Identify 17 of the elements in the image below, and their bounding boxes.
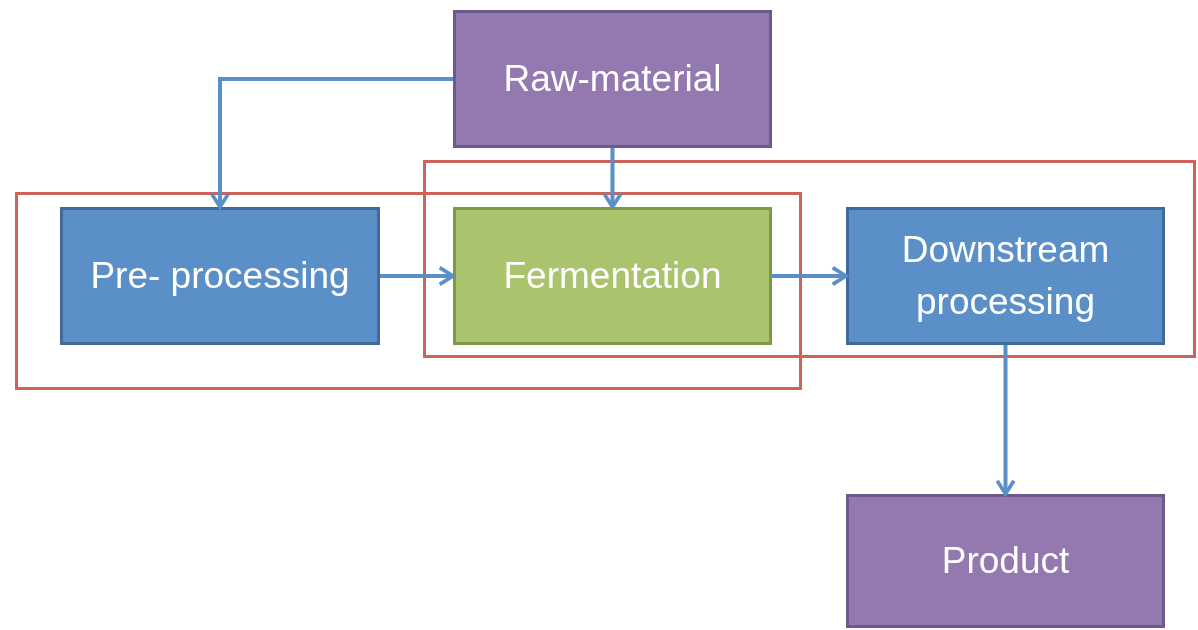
process-box [60,207,380,345]
group-outline [423,160,1196,358]
group-outline [15,192,802,390]
arrow [772,265,848,287]
box-label: Fermentation [502,254,723,299]
box-label: Product [940,539,1071,584]
arrow [602,148,623,209]
box-label: Raw-material [502,57,723,102]
process-box [453,207,772,345]
arrow [380,265,455,287]
process-box [846,494,1165,628]
arrow [995,345,1016,496]
process-box [453,10,772,148]
arrow [209,77,453,209]
box-label: Downstream processing [900,228,1111,324]
box-label: Pre- processing [89,254,351,299]
process-box [846,207,1165,345]
